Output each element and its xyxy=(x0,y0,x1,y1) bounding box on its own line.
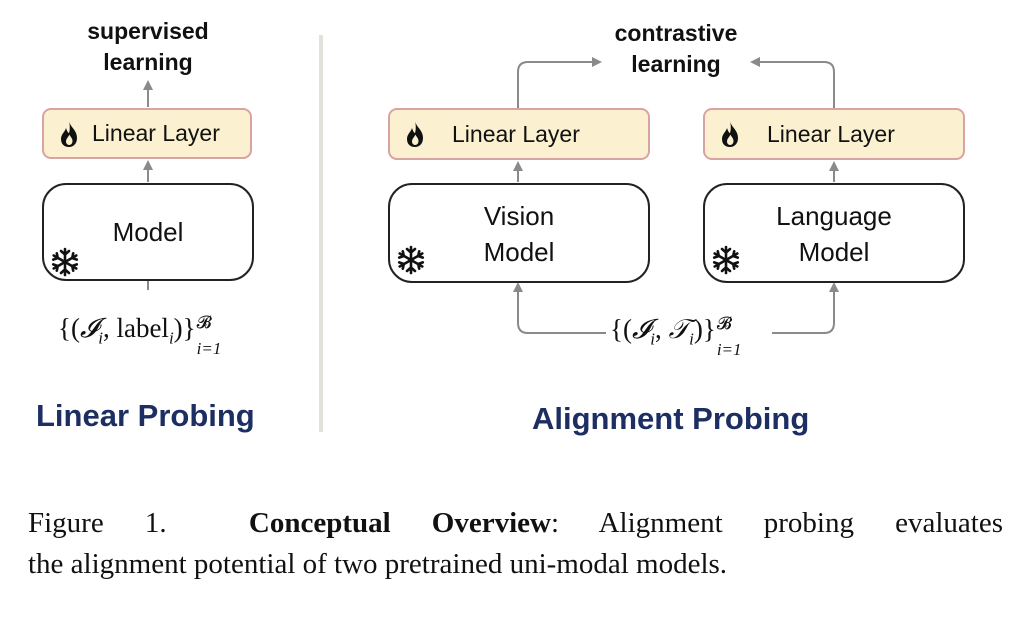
linear-probing-title: Linear Probing xyxy=(36,398,255,433)
model-box: Model xyxy=(42,183,254,281)
snowflake-icon xyxy=(397,245,425,275)
snowflake-icon xyxy=(712,245,740,275)
figure-caption: Figure 1. Conceptual Overview: Alignment… xyxy=(28,503,1003,585)
linear-layer-label: Linear Layer xyxy=(92,120,220,146)
flame-icon xyxy=(61,120,77,147)
linear-layer-box: Linear Layer xyxy=(42,108,252,159)
caption-line-2: the alignment potential of two pretraine… xyxy=(28,548,728,580)
language-model-box: Language Model xyxy=(703,183,965,283)
vision-model-label-line2: Model xyxy=(483,237,555,267)
model-label: Model xyxy=(112,217,184,247)
language-linear-layer-label: Linear Layer xyxy=(767,120,895,147)
snowflake-icon xyxy=(51,247,79,277)
arrow-language-layer-to-objective xyxy=(750,57,835,108)
objective-contrastive-learning: contrastive learning xyxy=(614,20,738,77)
vision-linear-layer-box: Linear Layer xyxy=(388,108,650,160)
flame-icon xyxy=(722,121,738,147)
alignment-probing-title: Alignment Probing xyxy=(532,401,810,436)
vision-linear-layer-label: Linear Layer xyxy=(452,120,580,147)
language-model-label-line2: Model xyxy=(798,237,870,267)
arrow-data-to-vision-model xyxy=(513,282,606,334)
language-model-label-line1: Language xyxy=(776,201,892,231)
caption-line-1: Figure 1. Conceptual Overview: Alignment… xyxy=(28,507,1003,539)
flame-icon xyxy=(407,121,423,147)
arrow-vision-layer-to-objective xyxy=(517,57,602,108)
vision-model-box: Vision Model xyxy=(388,183,650,283)
vision-model-label-line1: Vision xyxy=(483,201,555,231)
objective-supervised-learning: supervised learning xyxy=(87,18,209,75)
language-linear-layer-box: Linear Layer xyxy=(703,108,965,160)
arrow-data-to-language-model xyxy=(772,282,839,334)
